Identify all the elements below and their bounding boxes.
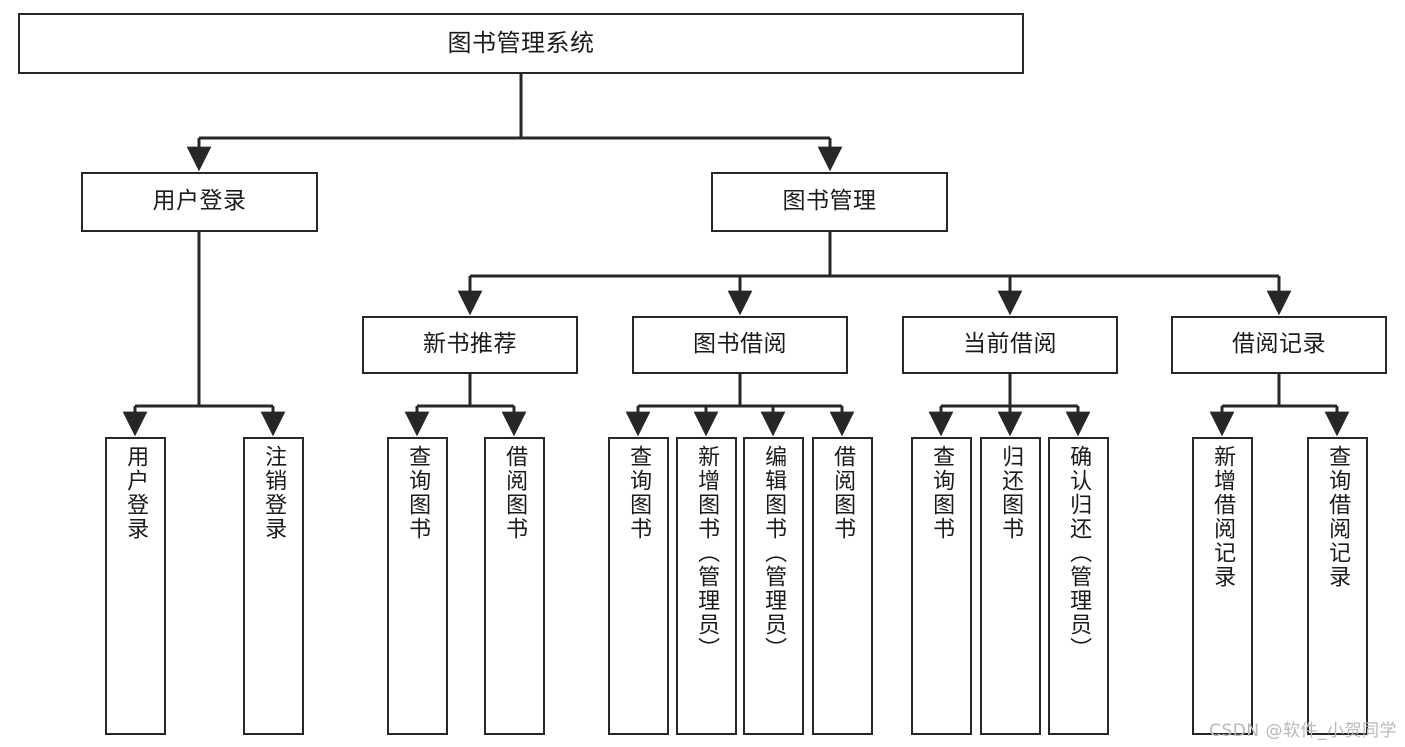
leaf-borrow-borrow-book[interactable]: 借阅图书 [812, 437, 873, 735]
leaf-current-return-book[interactable]: 归还图书 [980, 437, 1041, 735]
node-label: 查询图书 [929, 445, 955, 541]
node-label: 新书推荐 [423, 331, 517, 358]
leaf-user-logout[interactable]: 注销登录 [243, 437, 304, 735]
leaf-recommend-query-book[interactable]: 查询图书 [387, 437, 448, 735]
node-label: 归还图书 [998, 445, 1024, 541]
leaf-borrow-edit-book[interactable]: 编辑图书（管理员） [743, 437, 804, 735]
node-label: 确认归还（管理员） [1066, 445, 1092, 661]
leaf-user-login[interactable]: 用户登录 [105, 437, 166, 735]
node-label: 当前借阅 [963, 331, 1057, 358]
node-label: 用户登录 [152, 188, 247, 215]
node-current-borrow[interactable]: 当前借阅 [902, 316, 1118, 374]
node-label: 图书借阅 [693, 331, 787, 358]
node-label: 编辑图书（管理员） [761, 445, 787, 661]
node-label: 查询图书 [626, 445, 652, 541]
leaf-current-query-book[interactable]: 查询图书 [911, 437, 972, 735]
node-label: 图书管理系统 [447, 29, 595, 58]
node-borrow-record[interactable]: 借阅记录 [1171, 316, 1387, 374]
csdn-watermark: CSDN @软件_小贺同学 [1209, 721, 1397, 741]
node-label: 注销登录 [261, 445, 287, 541]
node-label: 借阅图书 [502, 445, 528, 541]
node-label: 借阅图书 [830, 445, 856, 541]
node-user-login[interactable]: 用户登录 [81, 172, 318, 232]
node-new-book-recommend[interactable]: 新书推荐 [362, 316, 578, 374]
node-book-management[interactable]: 图书管理 [711, 172, 948, 232]
node-label: 借阅记录 [1232, 331, 1326, 358]
node-label: 查询借阅记录 [1325, 445, 1351, 589]
node-root-system[interactable]: 图书管理系统 [18, 13, 1024, 74]
leaf-recommend-borrow-book[interactable]: 借阅图书 [484, 437, 545, 735]
node-label: 用户登录 [123, 445, 149, 541]
leaf-record-query-record[interactable]: 查询借阅记录 [1307, 437, 1368, 735]
node-book-borrow[interactable]: 图书借阅 [632, 316, 848, 374]
leaf-borrow-query-book[interactable]: 查询图书 [608, 437, 669, 735]
node-label: 新增借阅记录 [1210, 445, 1236, 589]
node-label: 新增图书（管理员） [694, 445, 720, 661]
leaf-borrow-add-book[interactable]: 新增图书（管理员） [676, 437, 737, 735]
leaf-record-add-record[interactable]: 新增借阅记录 [1192, 437, 1253, 735]
node-label: 查询图书 [405, 445, 431, 541]
leaf-current-confirm-return[interactable]: 确认归还（管理员） [1048, 437, 1109, 735]
node-label: 图书管理 [782, 188, 877, 215]
